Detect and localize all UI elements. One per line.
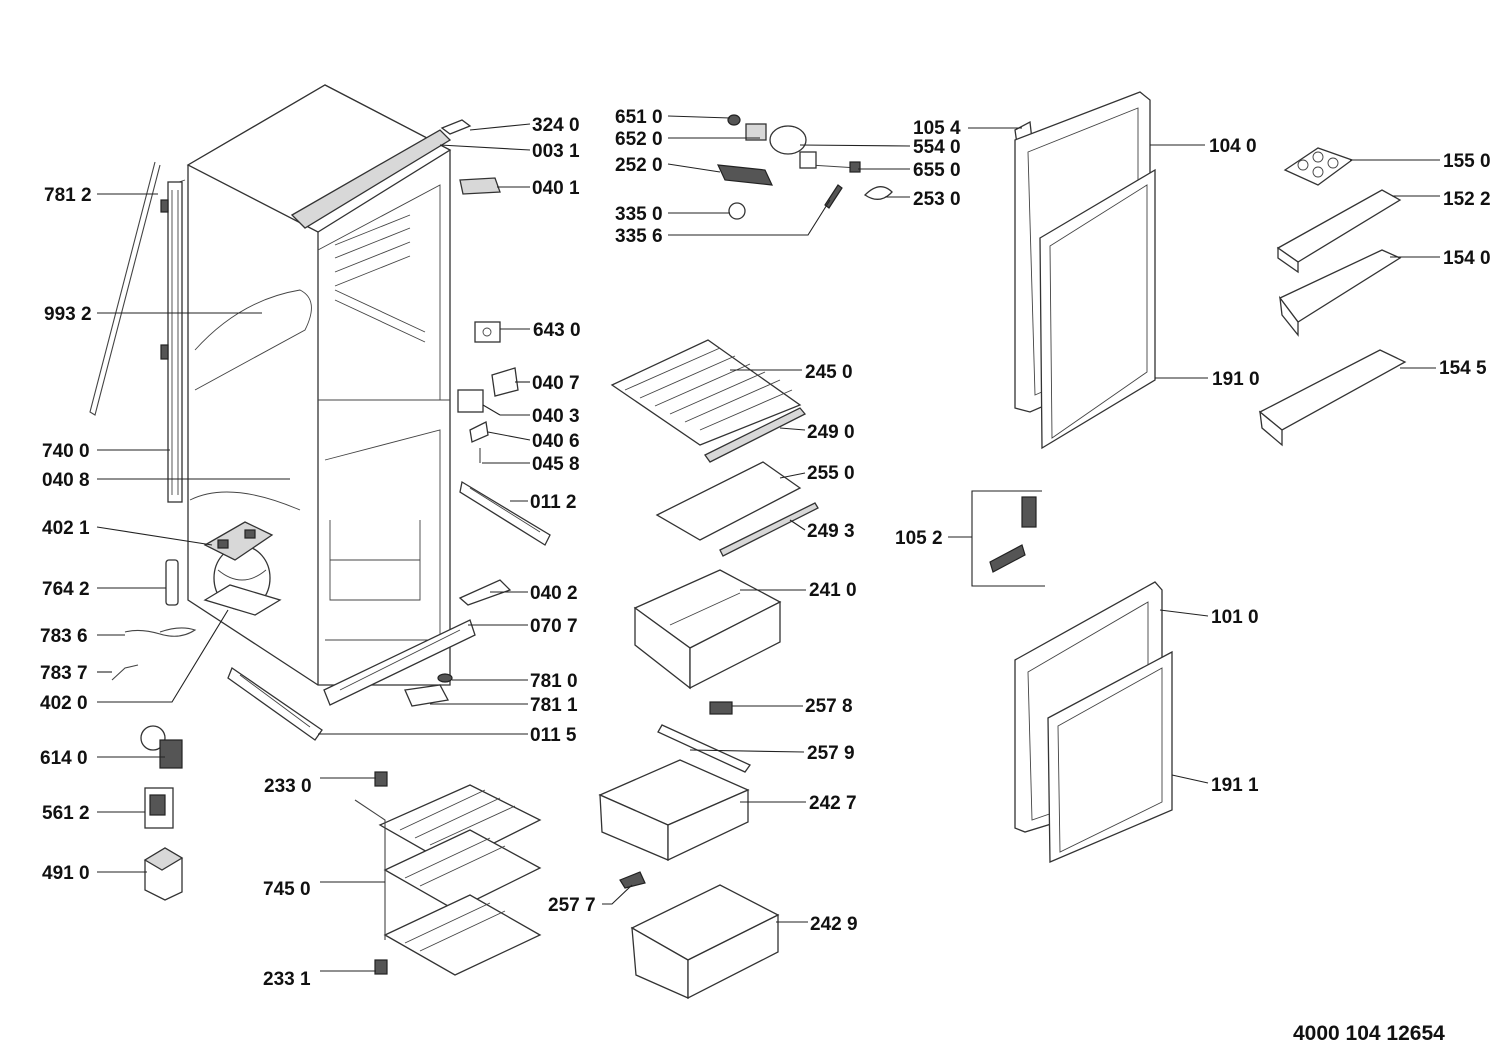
part-label-1540: 154 0 bbox=[1443, 248, 1491, 269]
part-labels: 324 0 003 1 040 1 781 2 993 2 643 0 040 … bbox=[40, 107, 1491, 990]
part-label-7812: 781 2 bbox=[44, 185, 92, 206]
part-label-1550: 155 0 bbox=[1443, 151, 1491, 172]
part-label-1052: 105 2 bbox=[895, 528, 943, 549]
part-label-0406: 040 6 bbox=[532, 431, 580, 452]
part-label-0403: 040 3 bbox=[532, 406, 580, 427]
part-label-7836: 783 6 bbox=[40, 626, 88, 647]
part-label-1910: 191 0 bbox=[1212, 369, 1260, 390]
part-label-7400: 740 0 bbox=[42, 441, 90, 462]
part-label-5540: 554 0 bbox=[913, 137, 961, 158]
part-label-1010: 101 0 bbox=[1211, 607, 1259, 628]
doors-illustration bbox=[989, 91, 1173, 863]
part-label-0407: 040 7 bbox=[532, 373, 580, 394]
cabinet-illustration bbox=[89, 84, 476, 706]
part-label-3350: 335 0 bbox=[615, 204, 663, 225]
part-label-3240: 324 0 bbox=[532, 115, 580, 136]
part-label-0112: 011 2 bbox=[530, 492, 577, 513]
part-label-7642: 764 2 bbox=[42, 579, 90, 600]
freezer-wire-shelves-illustration bbox=[354, 771, 542, 976]
part-label-2550: 255 0 bbox=[807, 463, 855, 484]
fridge-shelves-illustration bbox=[598, 339, 819, 1000]
part-label-2331: 233 1 bbox=[263, 969, 311, 990]
part-label-1054: 105 4 bbox=[913, 118, 961, 139]
part-label-0402: 040 2 bbox=[530, 583, 578, 604]
part-label-0707: 070 7 bbox=[530, 616, 578, 637]
part-label-0031: 003 1 bbox=[532, 141, 580, 162]
part-label-2450: 245 0 bbox=[805, 362, 853, 383]
document-number: 4000 104 12654 bbox=[1293, 1022, 1445, 1045]
part-label-2577: 257 7 bbox=[548, 895, 596, 916]
part-label-2410: 241 0 bbox=[809, 580, 857, 601]
part-label-5612: 561 2 bbox=[42, 803, 90, 824]
part-label-0458: 045 8 bbox=[532, 454, 580, 475]
part-label-2579: 257 9 bbox=[807, 743, 855, 764]
leader-lines bbox=[96, 115, 1440, 972]
part-label-2490: 249 0 bbox=[807, 422, 855, 443]
part-label-2427: 242 7 bbox=[809, 793, 857, 814]
part-label-0408: 040 8 bbox=[42, 470, 90, 491]
part-label-4910: 491 0 bbox=[42, 863, 90, 884]
part-label-6140: 614 0 bbox=[40, 748, 88, 769]
part-label-0401: 040 1 bbox=[532, 178, 580, 199]
part-label-6430: 643 0 bbox=[533, 320, 581, 341]
part-label-2330: 233 0 bbox=[264, 776, 312, 797]
part-label-4021: 402 1 bbox=[42, 518, 90, 539]
part-label-2429: 242 9 bbox=[810, 914, 858, 935]
part-label-7810: 781 0 bbox=[530, 671, 578, 692]
part-label-2578: 257 8 bbox=[805, 696, 853, 717]
part-label-7837: 783 7 bbox=[40, 663, 88, 684]
part-label-6550: 655 0 bbox=[913, 160, 961, 181]
part-label-1911: 191 1 bbox=[1211, 775, 1259, 796]
door-bins-illustration bbox=[1258, 147, 1407, 447]
part-label-1040: 104 0 bbox=[1209, 136, 1257, 157]
part-label-6510: 651 0 bbox=[615, 107, 663, 128]
part-label-2530: 253 0 bbox=[913, 189, 961, 210]
part-label-3356: 335 6 bbox=[615, 226, 663, 247]
compressor-illustration bbox=[111, 521, 282, 681]
electrical-parts-illustration bbox=[140, 725, 184, 901]
part-label-4020: 402 0 bbox=[40, 693, 88, 714]
part-label-0115: 011 5 bbox=[530, 725, 577, 746]
part-label-9932: 993 2 bbox=[44, 304, 92, 325]
part-label-6520: 652 0 bbox=[615, 129, 663, 150]
part-label-1545: 154 5 bbox=[1439, 358, 1487, 379]
part-label-1522: 152 2 bbox=[1443, 189, 1491, 210]
part-label-2493: 249 3 bbox=[807, 521, 855, 542]
hinges-and-brackets-illustration bbox=[227, 119, 551, 741]
part-label-7811: 781 1 bbox=[530, 695, 578, 716]
thermostat-lamp-group-illustration bbox=[717, 114, 1033, 220]
part-label-7450: 745 0 bbox=[263, 879, 311, 900]
part-label-2520: 252 0 bbox=[615, 155, 663, 176]
